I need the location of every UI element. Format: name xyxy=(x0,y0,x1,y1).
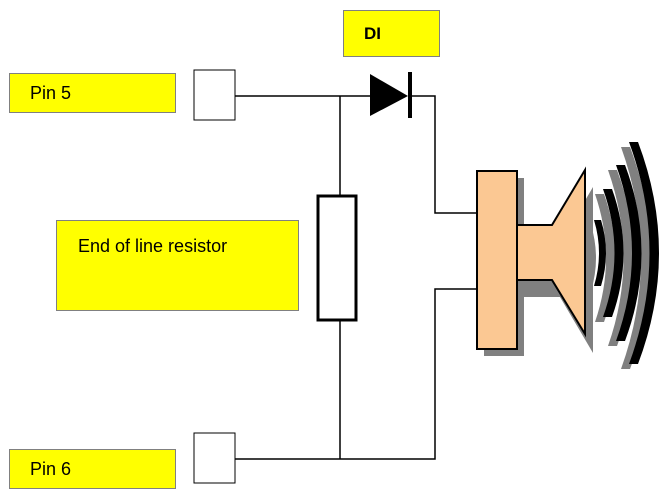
diode-symbol xyxy=(370,72,412,118)
wire-bottom xyxy=(235,288,480,460)
pin6-label: Pin 6 xyxy=(9,449,176,489)
wire-diode-to-speaker xyxy=(410,95,480,214)
sound-wave-icon xyxy=(594,142,659,364)
speaker-icon xyxy=(476,166,586,350)
diode-label: DI xyxy=(343,10,440,57)
resistor-symbol xyxy=(316,194,358,322)
resistor-label: End of line resistor xyxy=(56,220,299,311)
pin5-label: Pin 5 xyxy=(9,73,176,113)
terminal-pin6 xyxy=(193,432,236,484)
terminal-pin5 xyxy=(193,69,236,121)
